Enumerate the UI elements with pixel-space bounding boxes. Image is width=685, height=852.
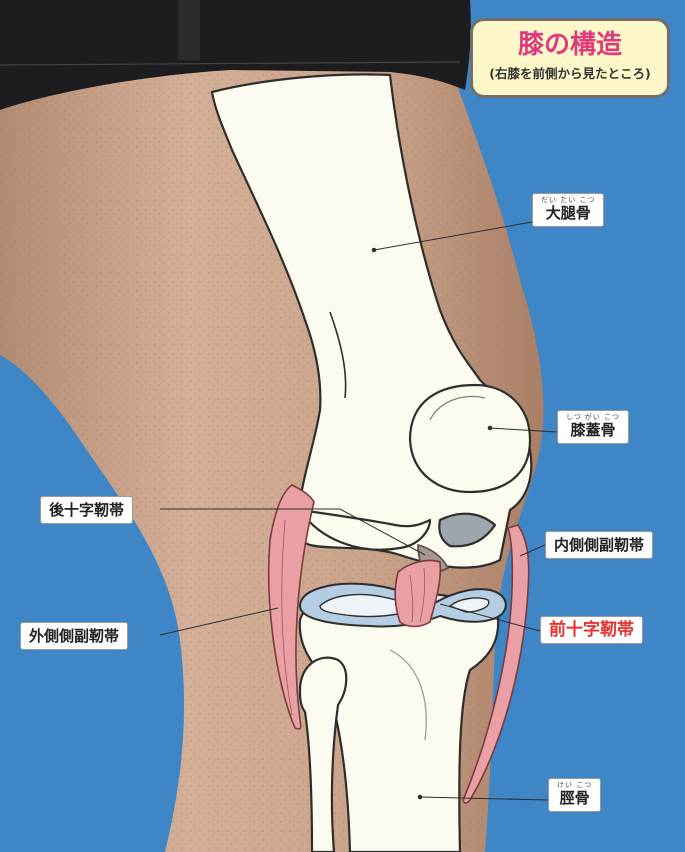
label-patella-reading: しつ がい こつ [566, 413, 620, 421]
label-patella-text: 膝蓋骨 [571, 421, 616, 439]
label-tibia: けい こつ 脛骨 [548, 778, 601, 812]
label-lcl-text: 外側側副靭帯 [29, 627, 119, 645]
label-acl-text: 前十字靭帯 [549, 620, 634, 640]
label-pcl-text: 後十字靭帯 [49, 501, 124, 519]
label-medial-collateral-ligament: 内側側副靭帯 [545, 531, 653, 559]
label-lateral-collateral-ligament: 外側側副靭帯 [20, 622, 128, 650]
label-anterior-cruciate-ligament: 前十字靭帯 [540, 616, 643, 644]
label-tibia-text: 脛骨 [560, 789, 590, 807]
label-posterior-cruciate-ligament: 後十字靭帯 [40, 496, 133, 524]
label-femur-reading: だい たい こつ [541, 196, 595, 204]
patella-bone [410, 385, 530, 492]
diagram-title: 膝の構造 [473, 29, 667, 61]
diagram-subtitle: (右膝を前側から見たところ) [473, 65, 667, 83]
title-box: 膝の構造 (右膝を前側から見たところ) [470, 18, 670, 98]
label-patella: しつ がい こつ 膝蓋骨 [557, 410, 629, 444]
label-mcl-text: 内側側副靭帯 [554, 536, 644, 554]
label-femur-text: 大腿骨 [546, 204, 591, 222]
label-tibia-reading: けい こつ [557, 781, 592, 789]
label-femur: だい たい こつ 大腿骨 [532, 193, 604, 227]
